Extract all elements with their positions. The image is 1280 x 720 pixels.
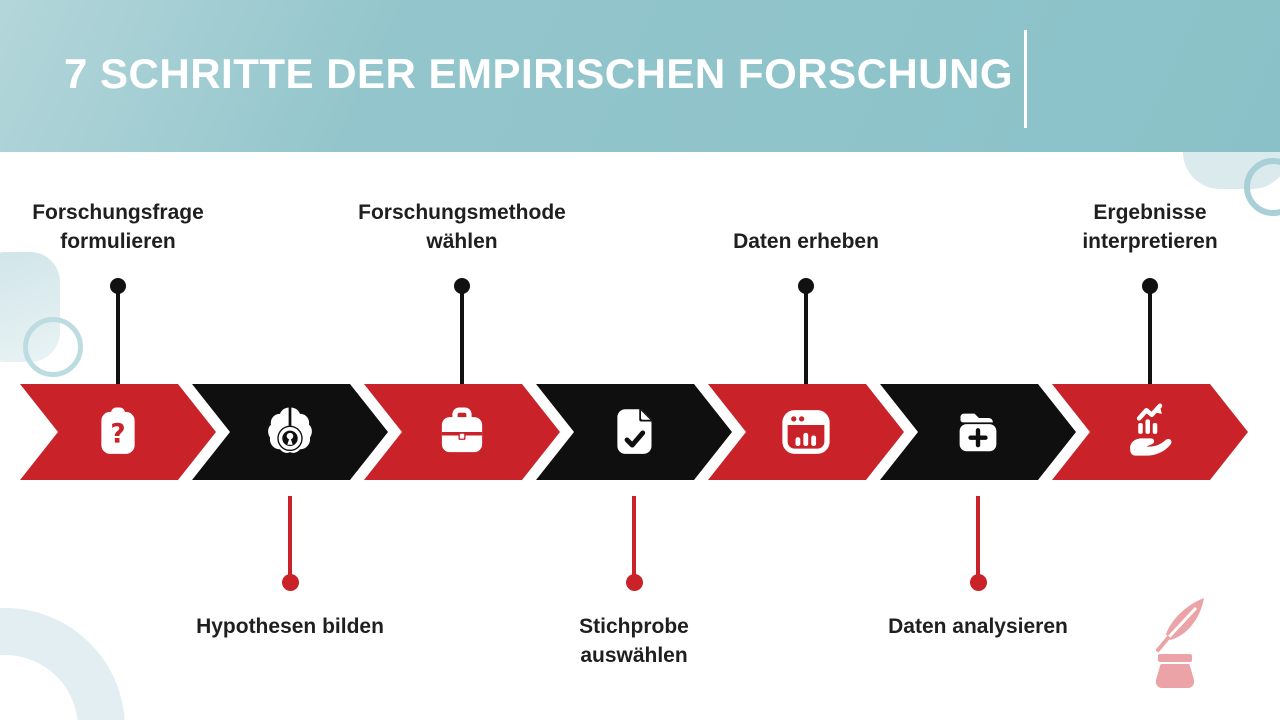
chevron-step-4	[536, 384, 732, 480]
page-title: 7 SCHRITTE DER EMPIRISCHEN FORSCHUNG	[64, 50, 1014, 98]
quill-inkwell-icon	[1155, 598, 1204, 688]
hand-chart-icon	[1130, 403, 1172, 456]
chevron-step-1: ?	[20, 384, 216, 480]
chevron-step-2	[192, 384, 388, 480]
connector-line-7	[1148, 286, 1152, 384]
decor-quarter-ring	[0, 608, 125, 720]
title-divider-line	[1024, 30, 1027, 128]
step-label-5: Daten erheben	[733, 230, 879, 253]
connector-dot-6	[970, 574, 987, 591]
chevron-step-7	[1052, 384, 1248, 480]
question-note-icon: ?	[101, 407, 135, 454]
connector-line-3	[460, 286, 464, 384]
connector-dot-5	[798, 278, 814, 294]
chevron-step-3	[364, 384, 560, 480]
brain-lock-icon	[268, 407, 312, 453]
connector-line-5	[804, 286, 808, 384]
connector-dot-1	[110, 278, 126, 294]
step-label-2: Hypothesen bilden	[196, 615, 384, 638]
decor-ring-circle	[23, 317, 83, 377]
connector-line-6	[976, 496, 980, 580]
step-label-3: Forschungsmethode wählen	[358, 201, 566, 253]
step-label-4: Stichprobe auswählen	[579, 615, 689, 667]
svg-text:?: ?	[110, 420, 125, 450]
step-label-6: Daten analysieren	[888, 615, 1068, 638]
browser-chart-icon	[782, 410, 830, 454]
connector-line-1	[116, 286, 120, 384]
connector-dot-3	[454, 278, 470, 294]
document-check-icon	[617, 407, 654, 454]
connector-line-4	[632, 496, 636, 580]
folder-plus-icon	[959, 413, 997, 452]
connector-dot-4	[626, 574, 643, 591]
connector-line-2	[288, 496, 292, 580]
header-band: 7 SCHRITTE DER EMPIRISCHEN FORSCHUNG	[0, 0, 1280, 152]
decor-ring-circle-topright	[1244, 158, 1280, 216]
briefcase-icon	[441, 407, 483, 453]
step-label-7: Ergebnisse interpretieren	[1082, 201, 1218, 253]
chevron-step-6	[880, 384, 1076, 480]
step-label-1: Forschungsfrage formulieren	[32, 201, 204, 253]
connector-dot-7	[1142, 278, 1158, 294]
chevron-step-5	[708, 384, 904, 480]
connector-dot-2	[282, 574, 299, 591]
